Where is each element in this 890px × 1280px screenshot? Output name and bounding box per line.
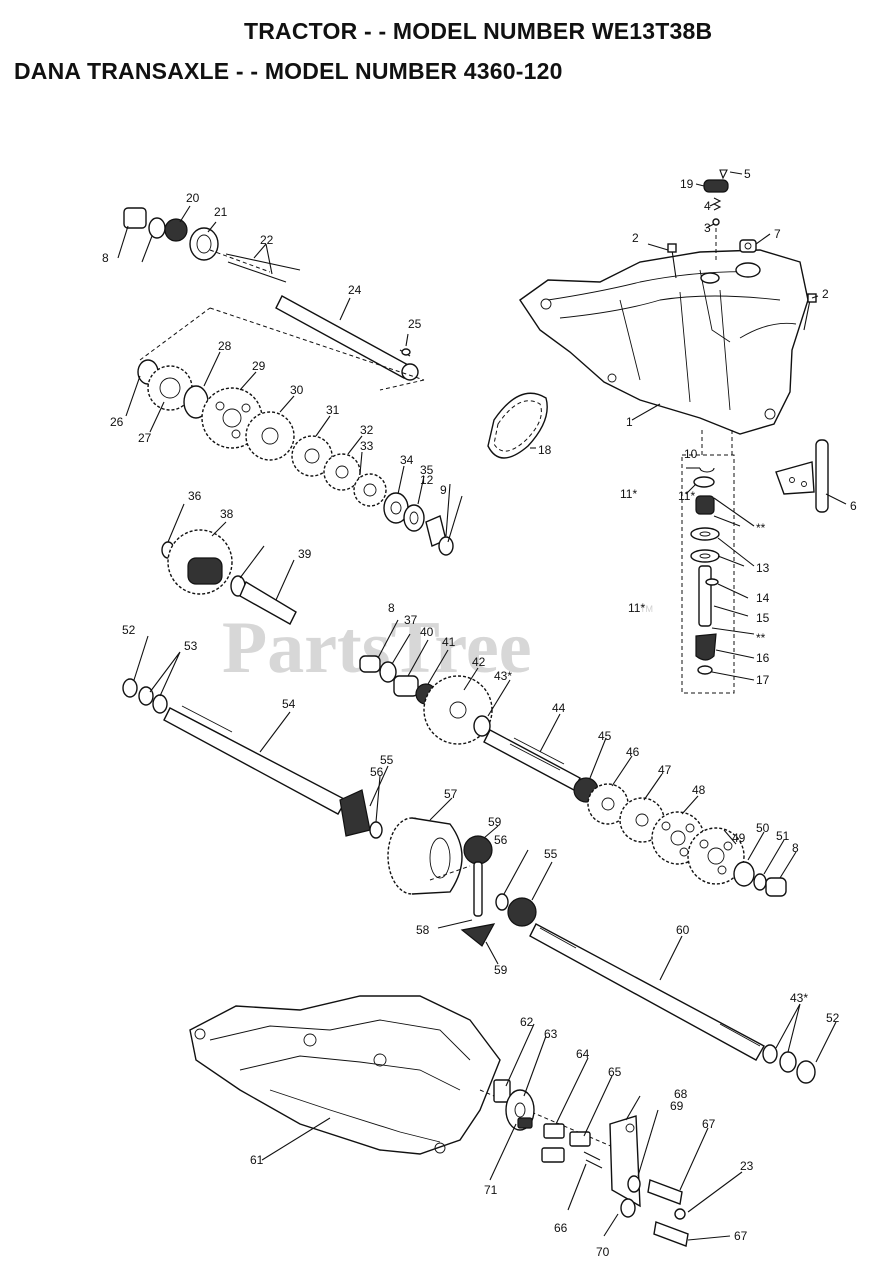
part-label: 59 [488,815,502,829]
part-label: 9 [440,483,447,497]
part-label: 34 [400,453,414,467]
part-label: 71 [484,1183,498,1197]
part-label: 38 [220,507,234,521]
part-label: 68 [674,1087,688,1101]
upper-housing [519,249,809,435]
part-label: 17 [756,673,770,687]
part-label: 14 [756,591,770,605]
part-label: 26 [110,415,124,429]
part-label: 31 [326,403,340,417]
part-label: 5 [744,167,751,181]
watermark-tm: TM [640,604,653,614]
part-label: 44 [552,701,566,715]
part-label: 1 [626,415,633,429]
part-6-shift-lever [775,439,829,513]
part-label: 59 [494,963,508,977]
part-label: 33 [360,439,374,453]
part-label: 65 [608,1065,622,1079]
part-label: 6 [850,499,857,513]
part-label: 35 [420,463,434,477]
part-label: 55 [544,847,558,861]
part-label: 56 [370,765,384,779]
part-label: 53 [184,639,198,653]
part-label: 56 [494,833,508,847]
part-label: 41 [442,635,456,649]
part-labels: 1223456788891011*11*11*12131415161718192… [102,167,857,1259]
part-24-shaft [275,295,419,381]
part-label: 61 [250,1153,264,1167]
part-label: 8 [388,601,395,615]
part-label: 43* [494,669,512,683]
part-label: 21 [214,205,228,219]
part-label: ** [756,631,766,645]
part-label: 42 [472,655,486,669]
part-label: 30 [290,383,304,397]
part-label: 8 [102,251,109,265]
part-label: 50 [756,821,770,835]
part-label: 57 [444,787,458,801]
part-label: 11* [628,601,645,615]
part-label: 43* [790,991,808,1005]
part-label: 22 [260,233,274,247]
part-label: 32 [360,423,374,437]
part-label: 39 [298,547,312,561]
part-label: 45 [598,729,612,743]
part-label: 27 [138,431,152,445]
part-label: 11* [620,487,637,501]
part-label: 8 [792,841,799,855]
part-label: 2 [632,231,639,245]
part-19-cap [703,179,729,193]
part-label: 25 [408,317,422,331]
part-label: 70 [596,1245,610,1259]
part-label: 11* [678,489,695,503]
page-title-transaxle: DANA TRANSAXLE - - MODEL NUMBER 4360-120 [14,58,563,84]
part-label: 4 [704,199,711,213]
part-label: 15 [756,611,770,625]
part-label: 19 [680,177,694,191]
part-label: 63 [544,1027,558,1041]
part-label: 66 [554,1221,568,1235]
part-label: 52 [826,1011,840,1025]
part-label: 69 [670,1099,684,1113]
part-label: 55 [380,753,394,767]
part-label: 24 [348,283,362,297]
part-label: 37 [404,613,418,627]
part-57-ring-gear [387,817,463,895]
leader-lines [117,171,847,1241]
watermark: PartsTree [222,607,532,689]
part-label: 46 [626,745,640,759]
part-label: 2 [822,287,829,301]
part-label: 18 [538,443,552,457]
part-label: 48 [692,783,706,797]
part-label: 12 [420,473,434,487]
part-label: 49 [732,831,746,845]
part-label: ** [756,521,766,535]
part-label: 7 [774,227,781,241]
part-label: 47 [658,763,672,777]
part-label: 3 [704,221,711,235]
part-label: 36 [188,489,202,503]
part-label: 51 [776,829,790,843]
part-label: 16 [756,651,770,665]
part-label: 10 [684,447,698,461]
part-label: 64 [576,1047,590,1061]
part-label: 52 [122,623,136,637]
part-label: 40 [420,625,434,639]
part-label: 13 [756,561,770,575]
part-label: 67 [734,1229,748,1243]
part-label: 54 [282,697,296,711]
part-label: 67 [702,1117,716,1131]
lower-housing [189,995,501,1155]
part-label: 58 [416,923,430,937]
part-label: 62 [520,1015,534,1029]
part-label: 29 [252,359,266,373]
part-label: 28 [218,339,232,353]
part-label: 23 [740,1159,754,1173]
part-label: 20 [186,191,200,205]
page-title-tractor: TRACTOR - - MODEL NUMBER WE13T38B [244,18,713,44]
part-label: 60 [676,923,690,937]
